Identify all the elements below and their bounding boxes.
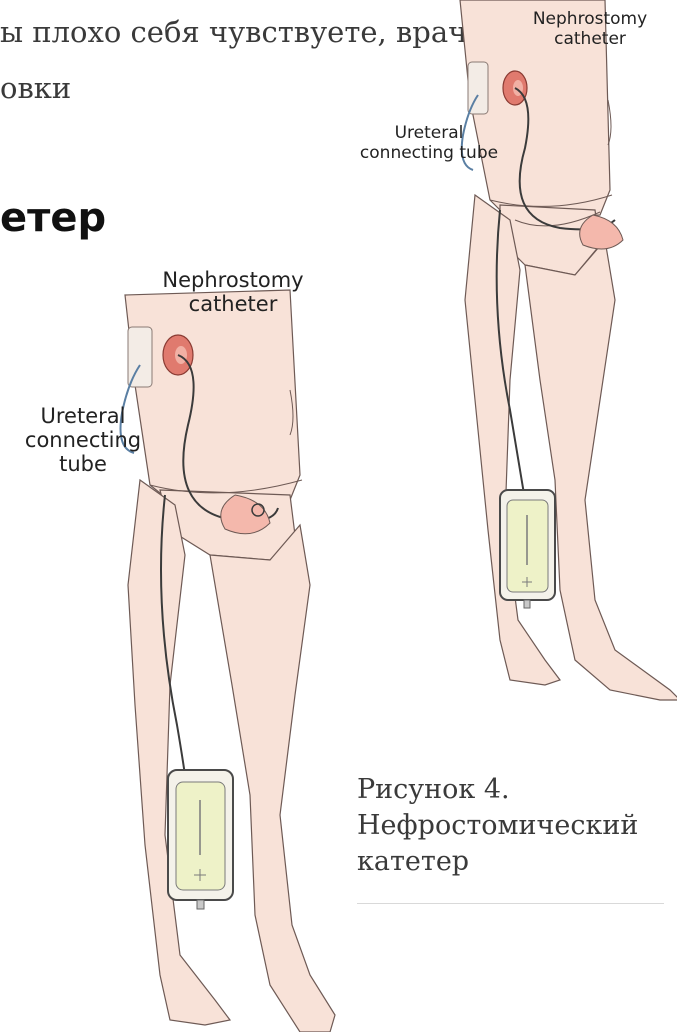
- nephrostomy-illustration-large: [0, 255, 340, 1032]
- caption-divider: [357, 903, 664, 904]
- section-heading: етер: [0, 195, 106, 241]
- figure-small-tube-label: Ureteral connecting tube: [354, 124, 504, 163]
- figure-small-catheter-label: Nephrostomy catheter: [505, 10, 675, 49]
- figure-caption: Рисунок 4. Нефростомический катетер: [357, 772, 677, 880]
- caption-line: Нефростомический: [357, 808, 677, 844]
- caption-line: Рисунок 4.: [357, 772, 677, 808]
- nephrostomy-illustration-small: [350, 0, 677, 720]
- figure-large-tube-label: Ureteral connecting tube: [4, 404, 162, 476]
- figure-large-catheter-label: Nephrostomy catheter: [138, 268, 328, 316]
- caption-line: катетер: [357, 844, 677, 880]
